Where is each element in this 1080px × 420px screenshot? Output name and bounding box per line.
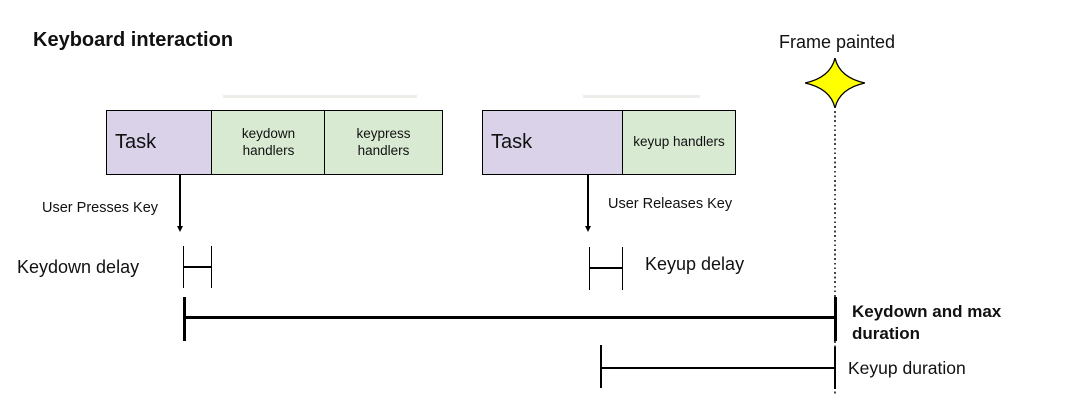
user-presses-key-label: User Presses Key <box>42 200 159 216</box>
diagram-title: Keyboard interaction <box>33 29 234 51</box>
release-arrowhead-icon <box>584 226 591 232</box>
keydown-handlers-box: keydown handlers <box>211 110 326 175</box>
handler-label: keyup handlers <box>633 134 725 150</box>
keyup-duration-label: Keyup duration <box>848 358 966 378</box>
keydown-delay-label: Keydown delay <box>17 257 140 277</box>
keyup-handlers-box: keyup handlers <box>622 110 736 175</box>
keydown-max-duration-cap <box>183 297 186 341</box>
frame-painted-guide-line <box>834 111 836 396</box>
keyup-duration-line <box>601 367 835 369</box>
task-box-1: Task <box>106 110 212 175</box>
sparkle-star-icon <box>805 58 865 108</box>
keypress-handlers-box: keypress handlers <box>324 110 443 175</box>
faint-band <box>223 95 417 98</box>
release-arrow-line <box>587 175 589 226</box>
keydown-max-duration-line <box>184 316 836 319</box>
faint-band <box>583 95 700 98</box>
task-label: Task <box>491 131 533 153</box>
keyup-delay-tick <box>621 247 624 290</box>
handler-label: keydown handlers <box>241 126 296 158</box>
keyup-delay-span <box>589 267 622 269</box>
handler-label: keypress handlers <box>356 126 411 158</box>
keyup-duration-cap <box>600 345 602 388</box>
user-releases-key-label: User Releases Key <box>608 196 733 212</box>
keydown-max-duration-cap <box>834 297 837 341</box>
keyup-duration-cap <box>834 347 836 389</box>
keydown-max-duration-label: Keydown and max duration <box>852 302 1002 343</box>
keyup-delay-label: Keyup delay <box>645 254 745 274</box>
task-label: Task <box>115 131 157 153</box>
keydown-delay-span <box>183 266 211 268</box>
press-arrow-line <box>179 175 181 226</box>
keydown-delay-tick <box>210 246 213 288</box>
press-arrowhead-icon <box>176 226 183 232</box>
task-box-2: Task <box>482 110 623 175</box>
frame-painted-label: Frame painted <box>779 32 896 52</box>
